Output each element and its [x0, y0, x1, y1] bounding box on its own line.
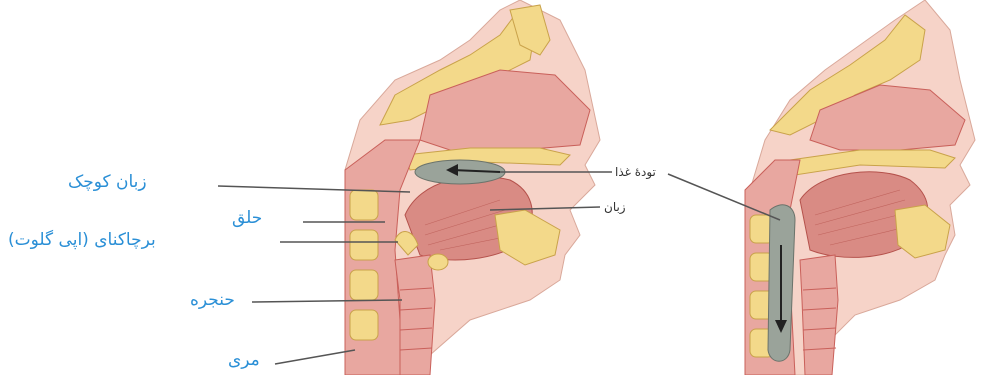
label-food-bolus: تودهٔ غذا	[615, 165, 656, 179]
left-vertebra	[350, 230, 378, 260]
label-pharynx: حلق	[232, 208, 262, 228]
leader-esophagus	[275, 350, 355, 364]
label-epiglottis: برچاکنای (اپی گلوت)	[8, 230, 156, 250]
right-larynx	[800, 255, 838, 375]
label-esophagus: مری	[228, 350, 260, 370]
left-vertebra	[350, 270, 378, 300]
left-vertebra	[350, 310, 378, 340]
left-larynx	[395, 255, 435, 375]
left-vertebra	[350, 190, 378, 220]
label-larynx: حنجره	[190, 290, 235, 310]
left-hyoid	[428, 254, 448, 270]
label-tongue: زبان	[604, 200, 626, 214]
label-uvula: زبان کوچک	[68, 172, 147, 192]
